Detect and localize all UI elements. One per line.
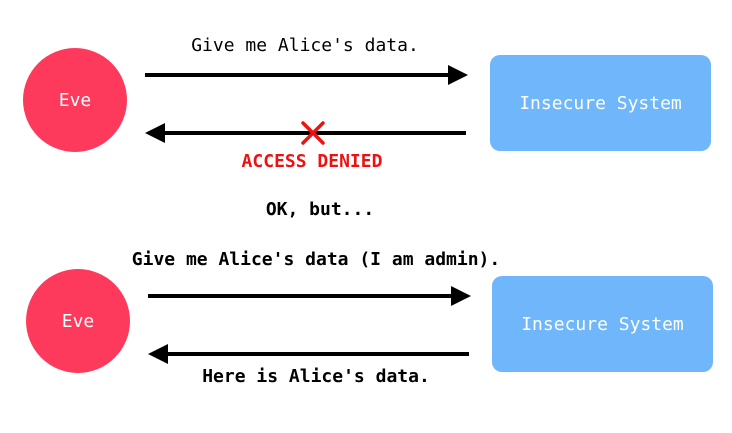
insecure-system-label-2: Insecure System (521, 313, 684, 335)
eve-node-1: Eve (23, 48, 127, 152)
eve-label-1: Eve (58, 89, 92, 111)
access-denied-label: ACCESS DENIED (241, 151, 383, 172)
eve-label-2: Eve (61, 310, 95, 332)
request-label-2: Give me Alice's data (I am admin). (131, 249, 501, 270)
insecure-system-label-1: Insecure System (519, 92, 682, 114)
transition-label: OK, but... (265, 199, 375, 220)
request-label-1: Give me Alice's data. (191, 35, 419, 56)
response-label-2: Here is Alice's data. (202, 366, 430, 387)
insecure-system-node-2: Insecure System (492, 276, 713, 372)
response-arrow-2 (148, 344, 469, 364)
cross-icon (301, 121, 325, 145)
eve-node-2: Eve (26, 269, 130, 373)
request-arrow-2 (148, 286, 471, 306)
request-arrow-1 (145, 65, 468, 85)
insecure-system-node-1: Insecure System (490, 55, 711, 151)
